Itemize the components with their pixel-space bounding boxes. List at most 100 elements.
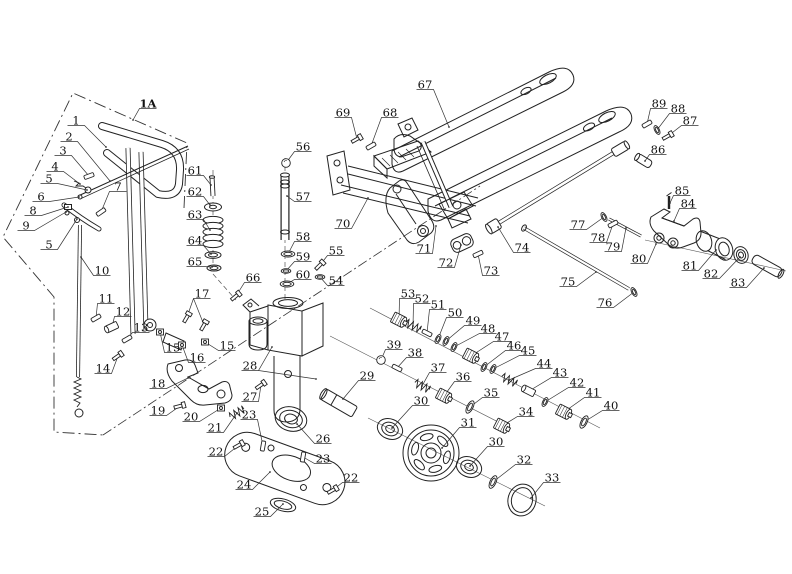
part-callout-58-63: 58 <box>280 230 312 258</box>
leader-line-65 <box>186 266 213 268</box>
leader-line-17-b <box>193 298 205 326</box>
part-number-50: 50 <box>448 306 463 320</box>
leader-line-51 <box>426 309 447 334</box>
leader-line-24 <box>235 471 271 490</box>
leader-line-78 <box>589 223 614 243</box>
leader-line-56 <box>285 151 312 164</box>
pin-sm-glyph <box>83 172 95 180</box>
spring-glyph <box>501 372 518 387</box>
leader-line-38 <box>396 357 424 369</box>
leader-line-15 <box>159 331 182 353</box>
part-number-44: 44 <box>537 357 552 371</box>
part-callout-67-72: 67 <box>416 78 450 128</box>
ring-sm-glyph <box>653 125 661 135</box>
leader-line-9 <box>17 211 67 231</box>
link-clevis-72 <box>450 233 474 253</box>
part-callout-20-22: 20 <box>182 404 225 424</box>
part-callout-43-48: 43 <box>520 366 569 397</box>
frame-beam-70 <box>326 150 479 224</box>
leader-line-31 <box>441 427 477 449</box>
part-number-68: 68 <box>383 106 398 120</box>
part-callout-35-40: 35 <box>465 386 500 414</box>
leader-line-57 <box>286 195 312 202</box>
leader-line-50 <box>437 317 464 340</box>
leader-line-52 <box>412 303 431 327</box>
part-callout-39-44: 39 <box>376 338 403 365</box>
leader-line-85 <box>669 195 691 204</box>
part-number-17: 17 <box>195 287 210 301</box>
steer-axle-29 <box>319 388 358 417</box>
leader-line-16 <box>181 344 206 363</box>
leader-line-71 <box>415 225 437 254</box>
part-number-55: 55 <box>329 244 344 258</box>
ring-sm-glyph <box>442 336 450 346</box>
part-number-29: 29 <box>360 369 375 383</box>
part-callout-59-64: 59 <box>280 250 312 274</box>
part-callout-44-49: 44 <box>501 357 553 387</box>
part-callout-80-85: 80 <box>630 243 657 266</box>
part-number-66: 66 <box>246 271 261 285</box>
leader-line-33 <box>530 482 561 499</box>
part-number-67: 67 <box>418 78 433 92</box>
part-number-5: 5 <box>45 238 52 252</box>
screw-sm-glyph <box>111 349 125 362</box>
leader-line-41 <box>563 397 602 413</box>
part-callout-84-89: 84 <box>673 197 697 222</box>
part-callout-1A-0: 1A <box>132 97 158 121</box>
screw-sm-glyph <box>326 484 340 495</box>
leader-line-40 <box>583 410 620 423</box>
part-callout-13-14: 13 <box>121 321 150 344</box>
part-number-39: 39 <box>387 338 402 352</box>
pin-sm-glyph <box>365 141 377 151</box>
roller-axle-83 <box>751 254 785 279</box>
leader-line-64 <box>186 245 212 255</box>
leader-line-77 <box>569 216 605 230</box>
part-callout-9-9: 9 <box>17 211 67 233</box>
part-number-30: 30 <box>414 394 429 408</box>
ring-sm-glyph <box>450 342 458 352</box>
part-number-40: 40 <box>604 399 619 413</box>
part-number-46: 46 <box>507 339 522 353</box>
ball-glyph <box>281 158 291 168</box>
screw-sm-glyph <box>661 130 675 141</box>
leader-line-80 <box>630 243 657 264</box>
leader-line-70 <box>334 197 369 229</box>
thrust-bearing-26 <box>274 406 308 432</box>
part-number-16: 16 <box>190 351 205 365</box>
part-callout-16-17: 16 <box>178 341 206 365</box>
part-callout-22-24: 22 <box>207 439 246 459</box>
part-callout-26-28: 26 <box>296 423 332 446</box>
leader-line-20 <box>182 407 222 422</box>
fork-tine-left <box>391 67 575 173</box>
leader-line-18 <box>149 377 189 389</box>
leader-line-2 <box>60 141 111 182</box>
leader-line-47 <box>470 341 511 357</box>
part-number-80: 80 <box>632 252 647 266</box>
leader-line-74 <box>497 226 531 253</box>
leader-line-28-b <box>258 370 317 380</box>
leader-line-88 <box>656 113 687 131</box>
hub-cap-33 <box>507 483 537 517</box>
part-number-18: 18 <box>151 377 166 391</box>
part-number-13: 13 <box>134 321 149 335</box>
part-number-79: 79 <box>606 240 621 254</box>
part-number-73: 73 <box>484 264 499 278</box>
leader-line-27 <box>241 384 262 402</box>
part-callout-24-26: 24 <box>235 471 271 492</box>
part-callout-5-10: 5 <box>40 218 78 252</box>
leader-line-53 <box>398 298 417 321</box>
leader-line-5 <box>40 183 88 191</box>
part-number-76: 76 <box>598 296 613 310</box>
part-number-27: 27 <box>243 390 258 404</box>
part-number-57: 57 <box>296 190 311 204</box>
part-callout-36-41: 36 <box>435 370 472 404</box>
part-number-69: 69 <box>336 106 351 120</box>
base-plate-24 <box>224 431 346 506</box>
part-callout-40-45: 40 <box>579 399 620 429</box>
part-callout-31-35: 31 <box>441 416 477 449</box>
part-number-28: 28 <box>243 359 258 373</box>
leader-line-29 <box>342 380 376 400</box>
ball-glyph <box>376 355 386 365</box>
leader-line-84 <box>673 208 697 222</box>
part-number-38: 38 <box>408 346 423 360</box>
